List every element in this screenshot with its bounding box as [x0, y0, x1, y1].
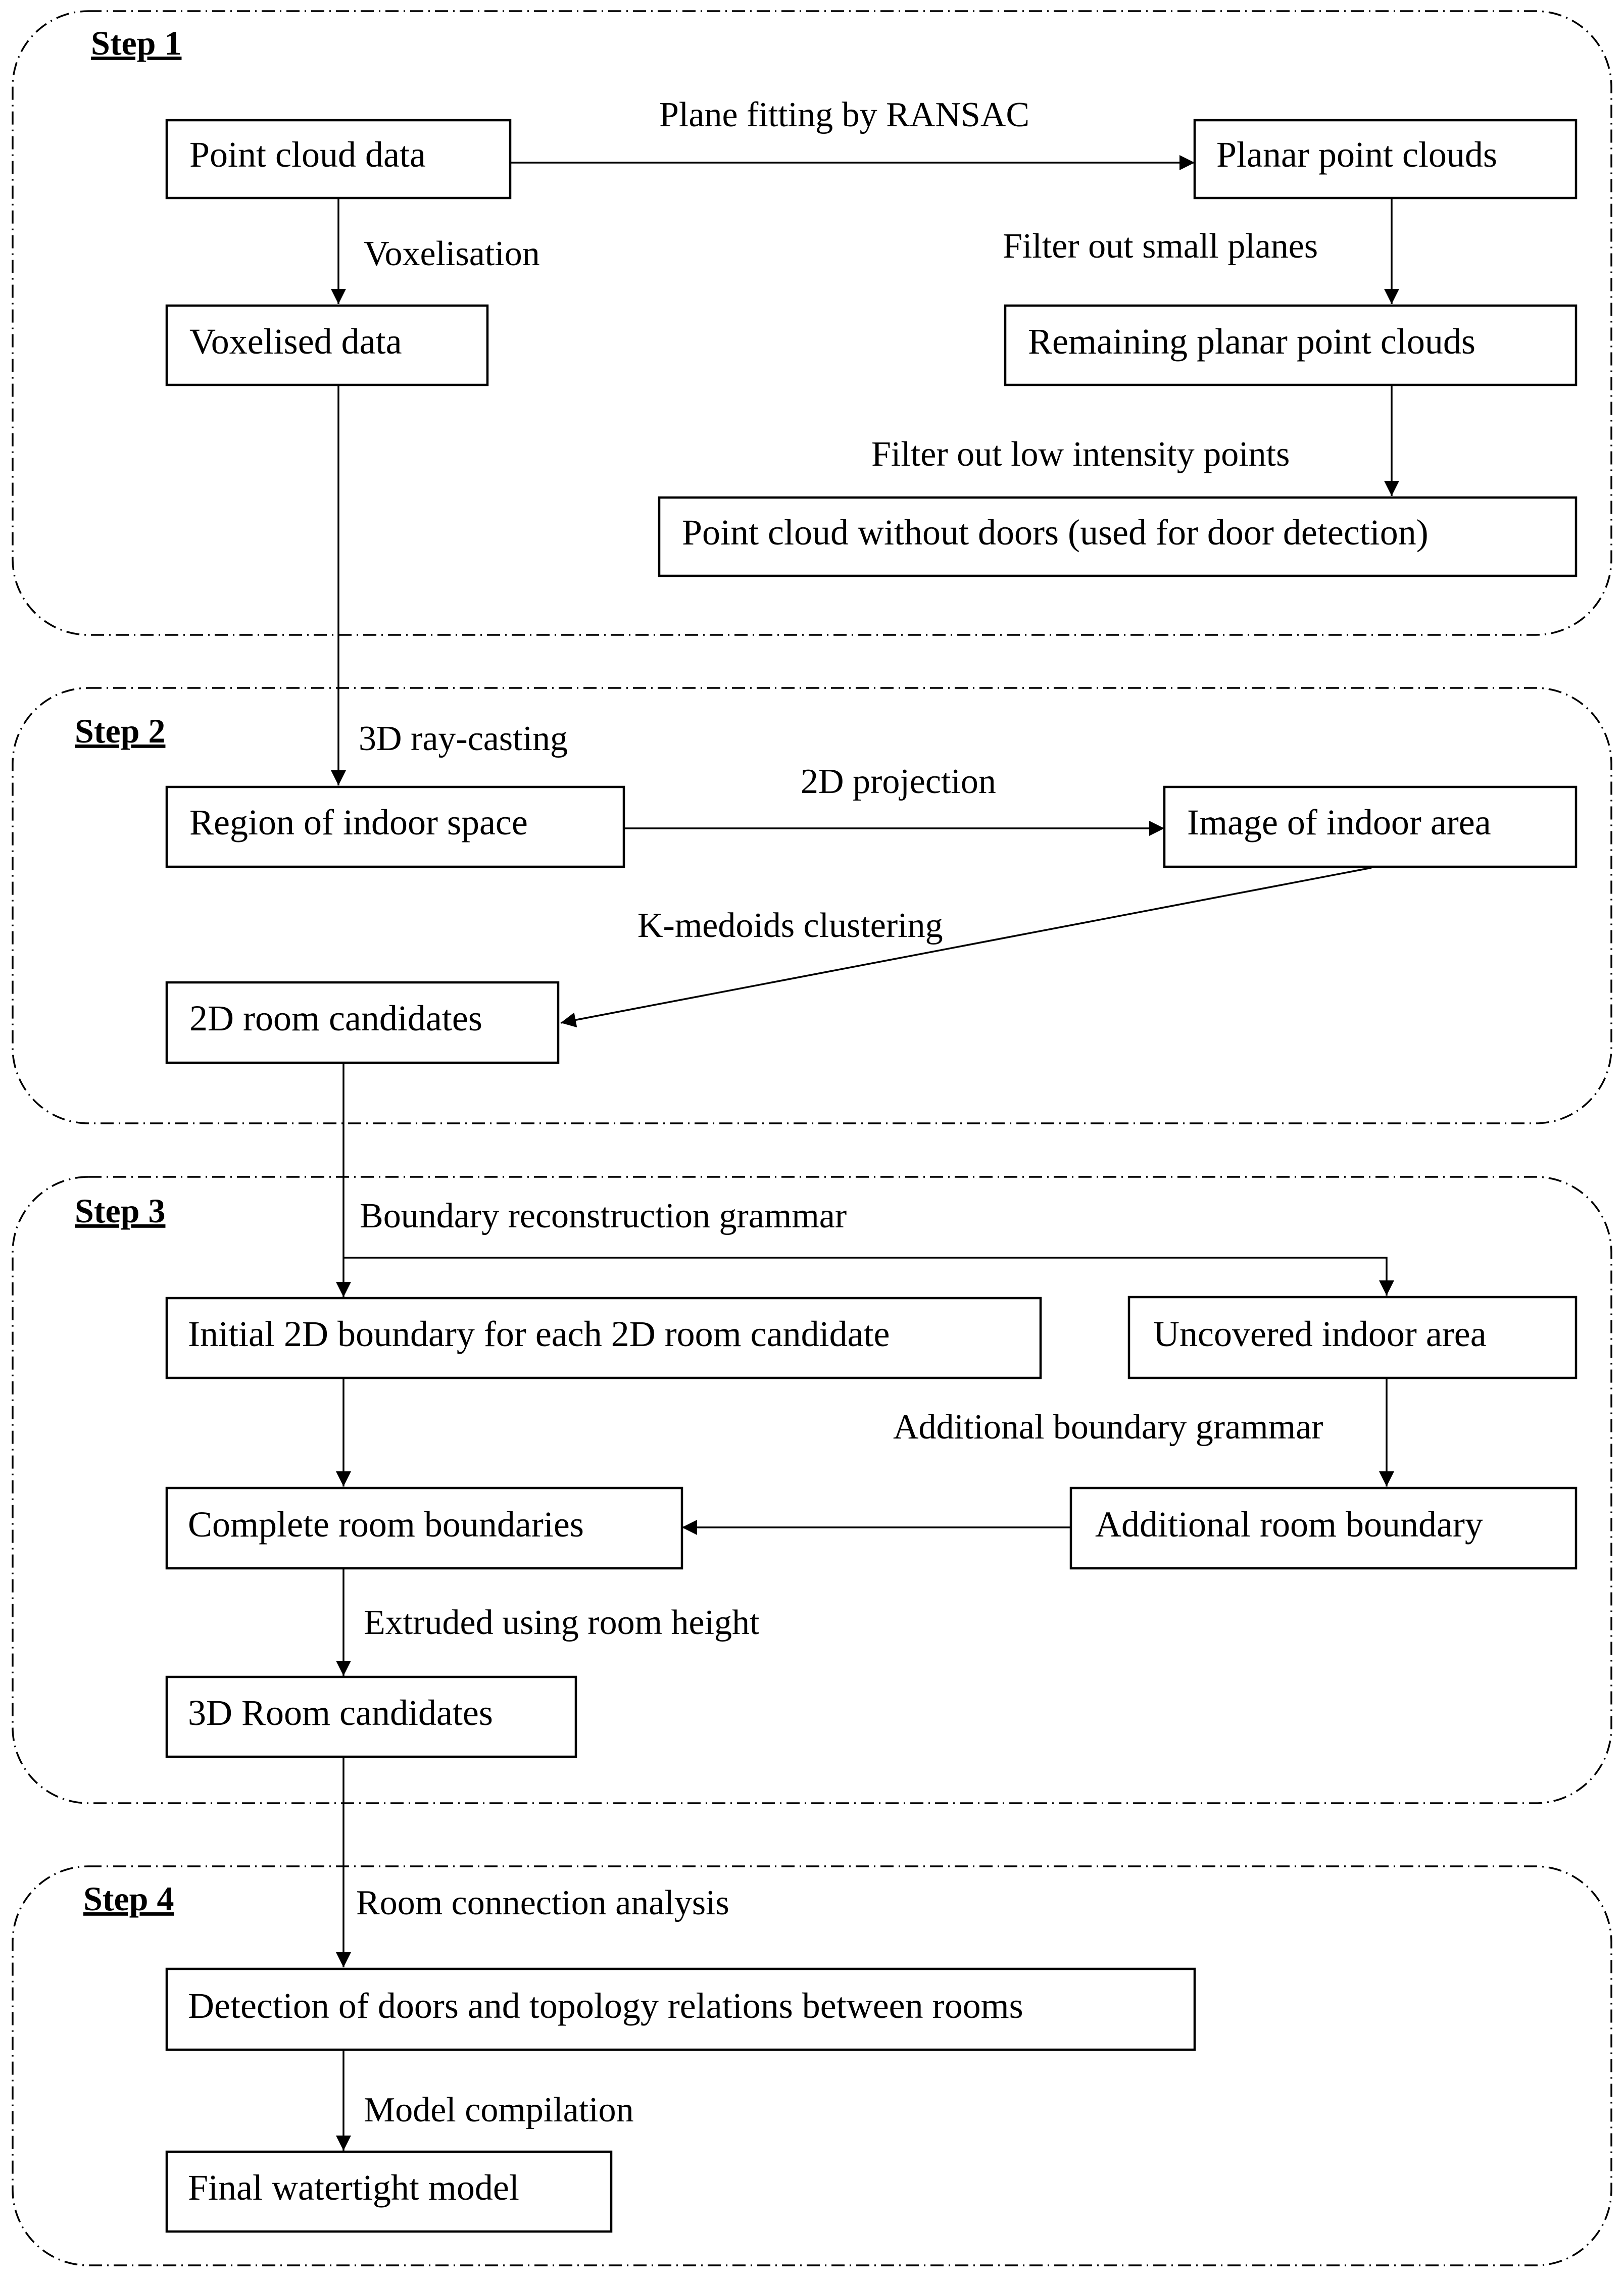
node-uncovered-indoor-area: Uncovered indoor area — [1127, 1296, 1578, 1379]
node-image-of-indoor-area: Image of indoor area — [1163, 785, 1578, 868]
nodes: Point cloud data Planar point clouds Vox… — [165, 119, 1578, 2233]
node-voxelised-data: Voxelised data — [165, 304, 489, 386]
node-additional-room-boundary: Additional room boundary — [1069, 1486, 1578, 1570]
node-region-of-indoor-space: Region of indoor space — [165, 785, 625, 868]
svg-text:Uncovered indoor area: Uncovered indoor area — [1153, 1314, 1487, 1354]
edge-label-filter-low-intensity: Filter out low intensity points — [871, 435, 1290, 474]
step-1-label: Step 1 — [91, 24, 181, 62]
node-detection-of-doors: Detection of doors and topology relation… — [165, 1967, 1196, 2051]
node-remaining-planar-point-clouds: Remaining planar point clouds — [1004, 304, 1578, 386]
svg-text:2D room candidates: 2D room candidates — [189, 998, 482, 1038]
edge-image-to-room2d — [560, 867, 1372, 1028]
node-complete-room-boundaries: Complete room boundaries — [165, 1486, 683, 1570]
svg-text:Initial 2D boundary for each 2: Initial 2D boundary for each 2D room can… — [188, 1314, 890, 1354]
svg-text:Planar point clouds: Planar point clouds — [1216, 134, 1497, 175]
edge-label-additional-grammar: Additional boundary grammar — [893, 1408, 1323, 1447]
svg-text:Image of indoor area: Image of indoor area — [1187, 802, 1491, 842]
edges — [331, 155, 1399, 2151]
svg-text:Point cloud without doors (use: Point cloud without doors (used for door… — [682, 512, 1429, 553]
edge-label-k-medoids: K-medoids clustering — [637, 906, 943, 945]
svg-text:Voxelised data: Voxelised data — [189, 321, 402, 362]
step-1-frame — [12, 10, 1612, 636]
svg-text:3D Room candidates: 3D Room candidates — [188, 1693, 493, 1733]
node-2d-room-candidates: 2D room candidates — [165, 981, 560, 1064]
step-4-frame — [12, 1865, 1612, 2266]
edge-label-room-connection: Room connection analysis — [356, 1884, 729, 1922]
node-initial-2d-boundary: Initial 2D boundary for each 2D room can… — [165, 1297, 1042, 1379]
svg-text:Region of indoor space: Region of indoor space — [189, 802, 528, 842]
edge-label-filter-small-planes: Filter out small planes — [1003, 227, 1318, 266]
edge-label-extruded: Extruded using room height — [364, 1603, 760, 1642]
edge-room2d-to-uncovered — [343, 1257, 1394, 1296]
edge-labels: Plane fitting by RANSAC Voxelisation Fil… — [356, 95, 1323, 2129]
step-4-label: Step 4 — [83, 1879, 174, 1918]
node-planar-point-clouds: Planar point clouds — [1193, 119, 1578, 200]
node-point-cloud-without-doors: Point cloud without doors (used for door… — [658, 496, 1578, 577]
edge-label-model-compilation: Model compilation — [364, 2091, 634, 2129]
edge-label-plane-fitting: Plane fitting by RANSAC — [659, 95, 1029, 134]
svg-text:Additional room boundary: Additional room boundary — [1095, 1504, 1483, 1545]
svg-text:Remaining planar point clouds: Remaining planar point clouds — [1028, 321, 1475, 362]
edge-label-voxelisation: Voxelisation — [364, 234, 540, 273]
svg-text:Final watertight model: Final watertight model — [188, 2167, 519, 2208]
edge-label-ray-casting: 3D ray-casting — [359, 719, 568, 758]
step-2-frame — [12, 687, 1612, 1124]
step-3-label: Step 3 — [75, 1192, 165, 1230]
edge-label-boundary-grammar: Boundary reconstruction grammar — [360, 1197, 847, 1235]
node-final-watertight-model: Final watertight model — [165, 2150, 613, 2233]
step-groups: Step 1 Step 2 Step 3 Step 4 — [12, 10, 1612, 2266]
svg-text:Point cloud data: Point cloud data — [189, 134, 426, 175]
svg-text:Detection of doors and topolog: Detection of doors and topology relation… — [188, 1986, 1023, 2026]
svg-text:Complete room boundaries: Complete room boundaries — [188, 1504, 584, 1545]
node-point-cloud-data: Point cloud data — [165, 119, 512, 200]
step-3-frame — [12, 1176, 1612, 1804]
node-3d-room-candidates: 3D Room candidates — [165, 1675, 577, 1758]
step-2-label: Step 2 — [75, 712, 165, 750]
edge-label-2d-projection: 2D projection — [801, 762, 996, 801]
